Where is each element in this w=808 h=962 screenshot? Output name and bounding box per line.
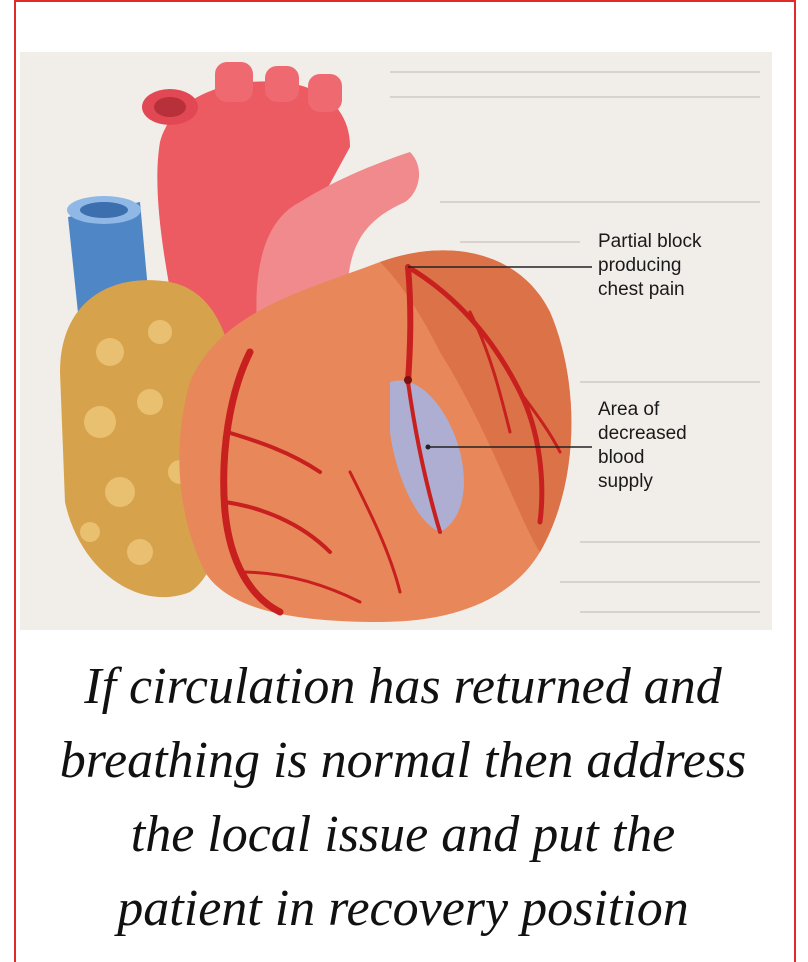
label-decreased-area: Area of decreased blood supply bbox=[598, 398, 687, 494]
caption: If circulation has returned and breathin… bbox=[30, 650, 776, 946]
heart-diagram bbox=[20, 52, 772, 630]
label-partial-block: Partial block producing chest pain bbox=[598, 230, 702, 302]
heart-illustration: Partial block producing chest pain Area … bbox=[20, 52, 772, 630]
leader-dot-area bbox=[426, 445, 431, 450]
blockage-point bbox=[404, 376, 412, 384]
